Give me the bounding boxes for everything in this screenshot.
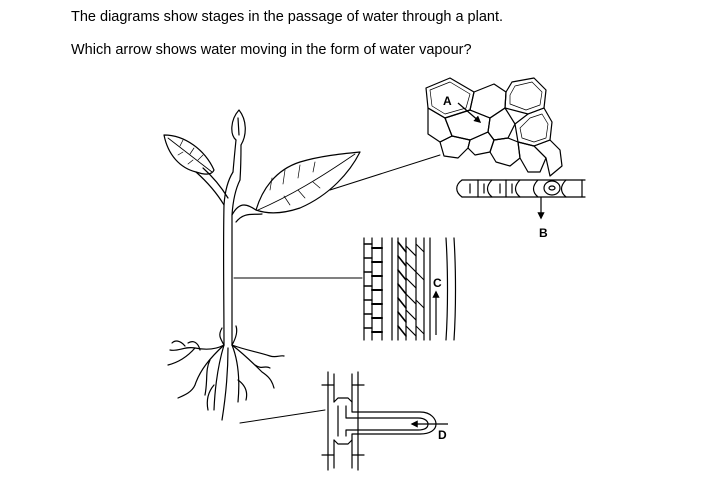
roots (169, 344, 225, 352)
left-leaf (163, 134, 215, 175)
stem (222, 171, 234, 346)
epidermis-row (461, 179, 586, 198)
question-prompt: Which arrow shows water moving in the fo… (71, 42, 472, 58)
right-leaf (255, 151, 361, 214)
leaf-cells-diagram (425, 77, 586, 198)
bud (231, 109, 246, 146)
root-hair (351, 401, 437, 441)
label-b: B (539, 226, 548, 240)
label-c: C (433, 276, 442, 290)
plant-drawing (163, 109, 361, 421)
root-hair-diagram (321, 371, 437, 471)
leader-root (239, 409, 326, 424)
xylem-diagram (363, 237, 457, 341)
label-a: A (443, 94, 452, 108)
leader-leaf (329, 154, 441, 191)
stoma (543, 180, 561, 196)
arrow-a (457, 102, 482, 123)
label-d: D (438, 428, 447, 442)
question-intro: The diagrams show stages in the passage … (71, 9, 504, 25)
